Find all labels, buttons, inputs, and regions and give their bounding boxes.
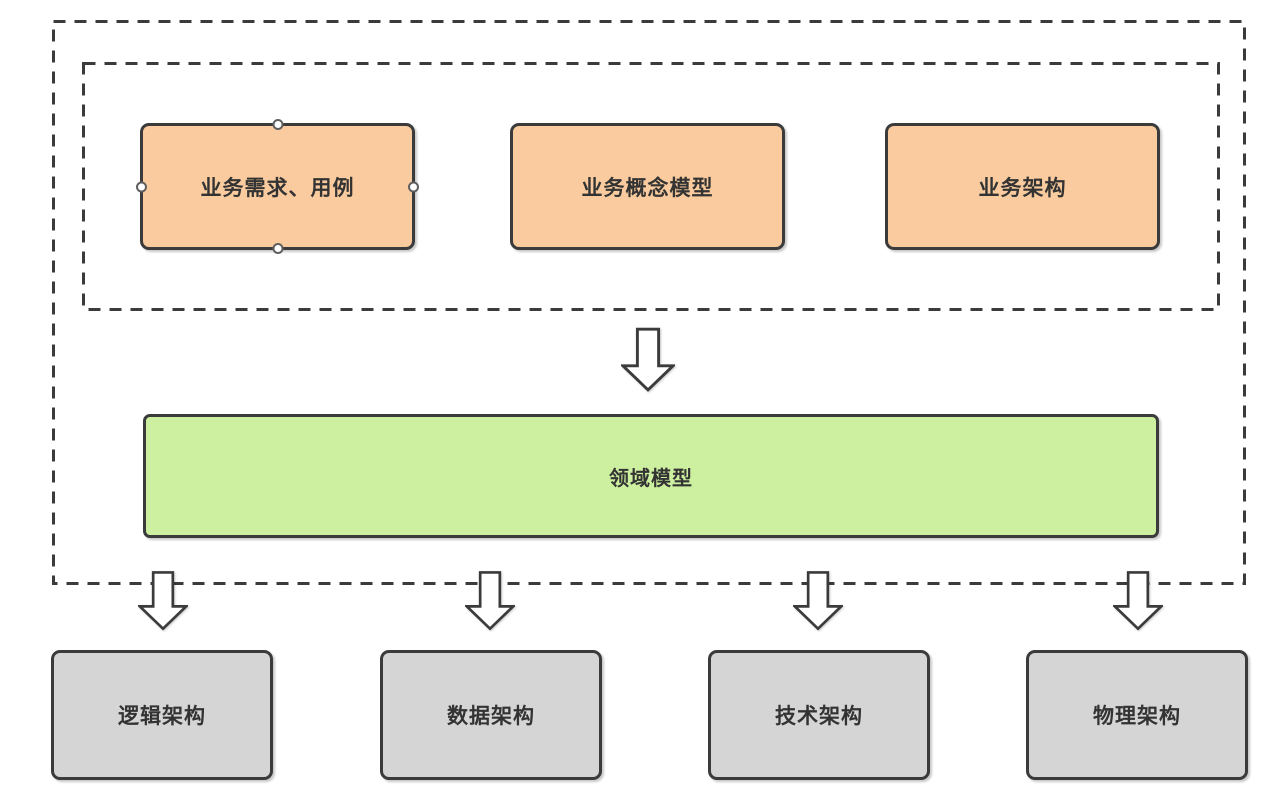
shape-business-architecture[interactable]: 业务架构 xyxy=(885,123,1160,250)
down-arrow-data[interactable] xyxy=(465,568,515,634)
shape-domain-model[interactable]: 领域模型 xyxy=(143,414,1159,538)
selection-handle-top[interactable] xyxy=(272,119,283,130)
shape-label: 业务需求、用例 xyxy=(200,176,355,200)
outer-dashed-group[interactable] xyxy=(52,20,1246,585)
shape-label: 领域模型 xyxy=(609,467,693,490)
shape-label: 数据架构 xyxy=(447,705,535,728)
selection-handle-bottom[interactable] xyxy=(272,243,283,254)
shape-business-requirements[interactable]: 业务需求、用例 xyxy=(136,119,419,254)
shape-data-architecture[interactable]: 数据架构 xyxy=(380,650,602,780)
down-arrow-main[interactable] xyxy=(621,327,675,393)
down-arrow-logical[interactable] xyxy=(138,568,188,634)
shape-physical-architecture[interactable]: 物理架构 xyxy=(1026,650,1248,780)
down-arrow-physical[interactable] xyxy=(1113,568,1163,634)
shape-label: 技术架构 xyxy=(775,705,863,728)
selection-handle-left[interactable] xyxy=(136,181,147,192)
shape-logical-architecture[interactable]: 逻辑架构 xyxy=(51,650,273,780)
shape-business-concept-model[interactable]: 业务概念模型 xyxy=(510,123,785,250)
shape-label: 逻辑架构 xyxy=(118,705,206,728)
inner-dashed-group[interactable] xyxy=(82,62,1220,311)
shape-label: 业务概念模型 xyxy=(581,176,714,200)
selection-handle-right[interactable] xyxy=(408,181,419,192)
shape-technical-architecture[interactable]: 技术架构 xyxy=(708,650,930,780)
shape-label: 业务架构 xyxy=(978,176,1067,200)
shape-label: 物理架构 xyxy=(1093,705,1181,728)
down-arrow-technical[interactable] xyxy=(793,568,843,634)
